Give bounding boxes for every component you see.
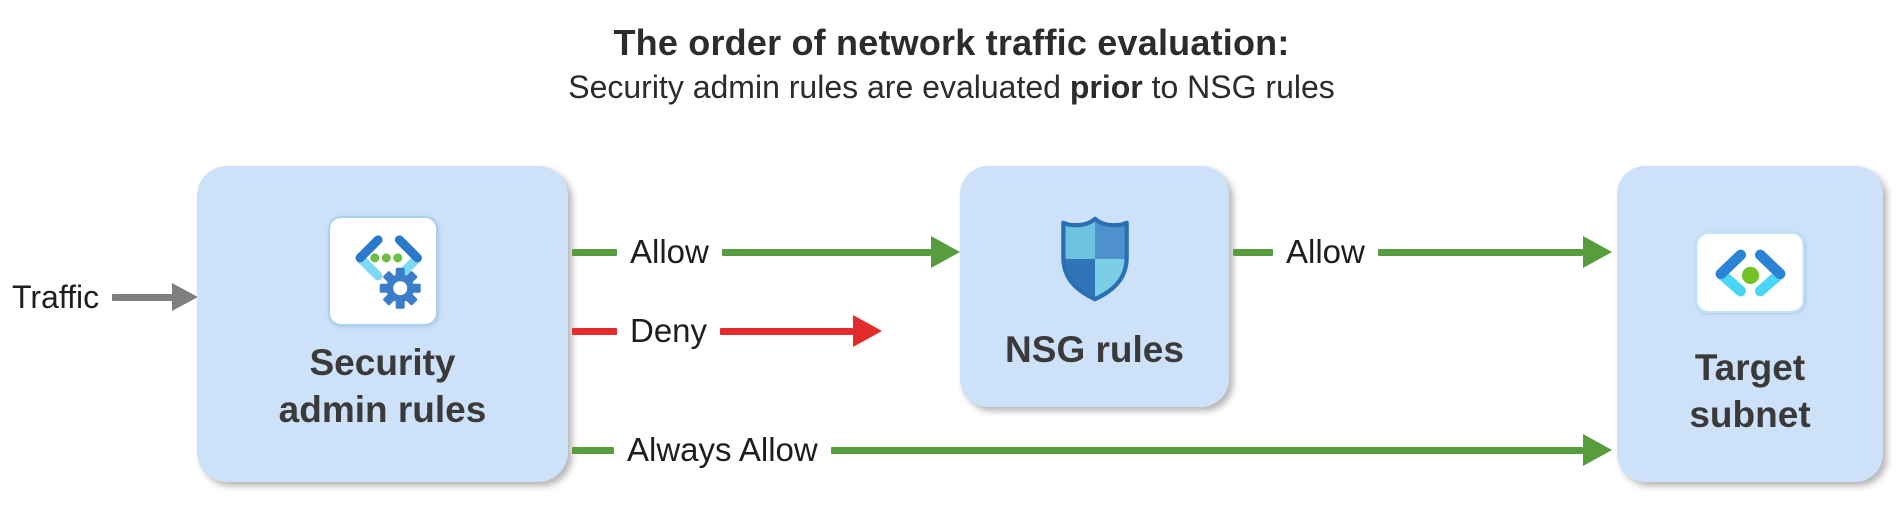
node-target-subnet: Target subnet [1617, 166, 1883, 482]
node-nsg-rules: NSG rules [960, 166, 1229, 407]
allow-arrow-line-1 [721, 248, 931, 256]
shield-icon [1060, 216, 1129, 302]
allow-arrowhead-icon-1 [931, 236, 960, 268]
diagram-title: The order of network traffic evaluation: [613, 22, 1290, 63]
target-subnet-tile [1695, 232, 1805, 313]
traffic-arrowhead-icon [172, 283, 198, 311]
deny-label: Deny [630, 312, 708, 349]
deny-arrowhead-icon [853, 315, 882, 347]
deny-arrow-line [720, 327, 853, 335]
security-admin-rules-label: Security admin rules [278, 342, 487, 430]
always-allow-arrowhead-icon [1583, 434, 1612, 466]
always-allow-arrow-line [830, 446, 1583, 454]
arrow-deny: Deny [572, 308, 882, 354]
allow-arrowhead-icon-2 [1583, 236, 1612, 268]
target-subnet-label: Target subnet [1689, 347, 1811, 435]
always-allow-label: Always Allow [627, 431, 818, 468]
subtitle-suffix: to NSG rules [1142, 69, 1335, 105]
subtitle-prefix: Security admin rules are evaluated [568, 69, 1070, 105]
traffic-label: Traffic [12, 278, 100, 315]
arrow-always-allow: Always Allow [572, 427, 1612, 473]
allow-label-2: Allow [1286, 233, 1365, 270]
subtitle-bold-word: prior [1069, 69, 1143, 105]
subnet-code-icon [1715, 249, 1785, 296]
nsg-rules-label: NSG rules [1005, 329, 1184, 370]
arrow-allow-to-target: Allow [1233, 229, 1612, 275]
diagram-subtitle: Security admin rules are evaluated prior… [0, 69, 1903, 106]
traffic-arrow-line [112, 293, 172, 301]
allow-arrow-line-2 [1377, 248, 1583, 256]
node-security-admin-rules: Security admin rules [197, 166, 568, 482]
security-admin-rules-tile [327, 216, 438, 326]
arrow-allow-to-nsg: Allow [572, 229, 960, 275]
traffic-arrow: Traffic [12, 274, 198, 320]
allow-label-1: Allow [630, 233, 709, 270]
code-gear-icon [355, 235, 422, 309]
